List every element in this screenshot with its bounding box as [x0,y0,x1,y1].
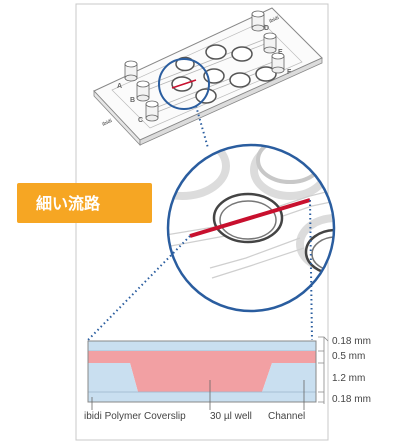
dim-bottom-coverslip: 0.18 mm [332,394,371,405]
dim-top-coverslip: 0.18 mm [332,336,371,347]
slide-letter-c: C [138,117,143,124]
slide-letter-f: F [287,69,292,76]
callout-badge: 細い流路 [17,183,152,223]
connector-top [195,105,209,149]
zoom-source-ring [158,58,210,110]
slide-brand-top: ibidi [268,15,280,25]
slide-port-e [263,32,277,54]
cross-section: 0.18 mm 0.5 mm 1.2 mm 0.18 mm ibidi Poly… [84,336,371,422]
magnified-channel-red [189,198,311,238]
caption-channel: Channel [268,411,305,422]
dim-channel-height: 0.5 mm [332,351,365,362]
callout-label: 細い流路 [36,194,101,213]
connector-left [87,235,191,341]
slide-port-a [124,60,138,82]
slide-port-d [251,10,265,32]
slide-letter-d: D [264,25,269,32]
slide-letter-a: A [117,83,122,90]
slide-letter-e: E [278,49,283,56]
caption-well: 30 µl well [210,411,252,422]
slide-port-b [136,80,150,102]
slide-port-c [145,100,159,122]
slide-port-f [271,52,285,74]
connector-right [309,199,313,341]
caption-coverslip: ibidi Polymer Coverslip [84,411,186,422]
slide-channel-red [171,79,197,89]
slide-brand-bottom: ibidi [101,118,113,128]
slide-letter-b: B [130,97,135,104]
dim-well-height: 1.2 mm [332,373,365,384]
